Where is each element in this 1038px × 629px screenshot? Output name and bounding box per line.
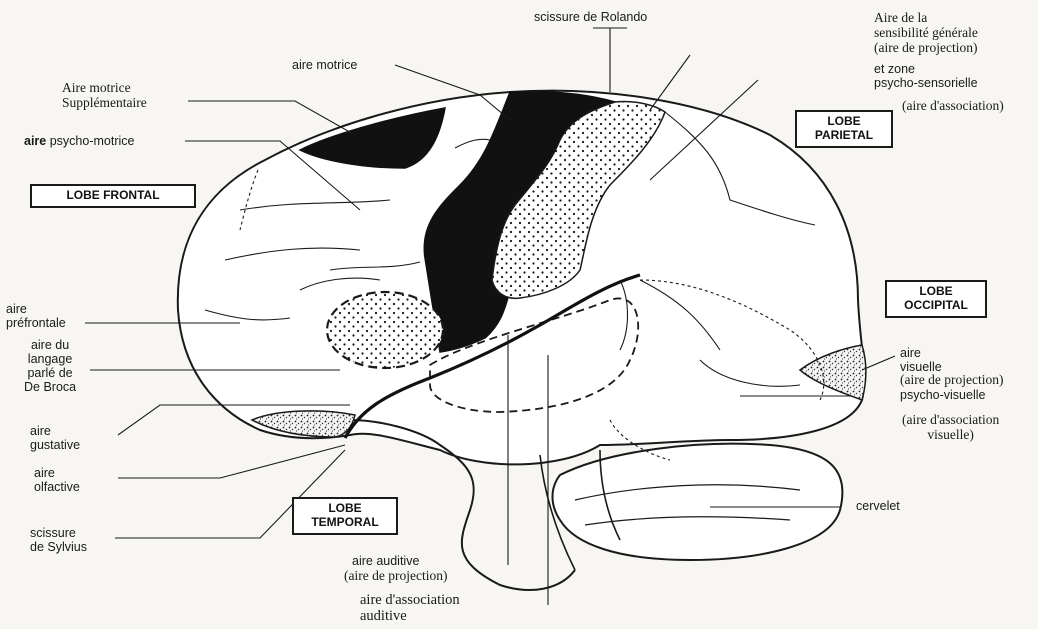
label-assoc-sensorielle: (aire d'association)	[902, 98, 1004, 113]
lobe-occipital-text-2: OCCIPITAL	[893, 299, 979, 313]
cerebellum	[553, 444, 843, 560]
lobe-occipital-text-1: LOBE	[893, 285, 979, 299]
label-psycho-motrice: aire psycho-motrice	[24, 134, 134, 148]
lobe-temporal-label: LOBE TEMPORAL	[292, 497, 398, 535]
lobe-parietal-text-2: PARIETAL	[803, 129, 885, 143]
label-motrice-supp: Aire motrice Supplémentaire	[62, 80, 147, 110]
label-gustative: aire gustative	[30, 424, 80, 452]
label-sylvius: scissure de Sylvius	[30, 526, 87, 554]
label-visuelle-projection: (aire de projection)	[900, 372, 1003, 387]
label-auditive-projection: (aire de projection)	[344, 568, 447, 583]
lobe-temporal-text-2: TEMPORAL	[300, 516, 390, 530]
label-assoc-auditive: aire d'association auditive	[360, 592, 460, 624]
lobe-frontal-label: LOBE FRONTAL	[30, 184, 196, 208]
label-visuelle: aire visuelle	[900, 346, 942, 374]
label-assoc-visuelle: (aire d'association visuelle)	[902, 412, 999, 442]
lobe-parietal-text-1: LOBE	[803, 115, 885, 129]
label-psycho-visuelle: psycho-visuelle	[900, 388, 985, 402]
lobe-occipital-label: LOBE OCCIPITAL	[885, 280, 987, 318]
label-prefrontale: aire préfrontale	[6, 302, 66, 330]
broca-area	[327, 292, 443, 368]
label-rolando: scissure de Rolando	[534, 10, 647, 24]
label-aire-motrice: aire motrice	[292, 58, 357, 72]
label-broca: aire du langage parlé de De Broca	[24, 338, 76, 394]
label-psycho-sensorielle: et zone psycho-sensorielle	[874, 62, 978, 90]
label-sensibilite: Aire de la sensibilité générale (aire de…	[874, 10, 978, 55]
lobe-temporal-text-1: LOBE	[300, 502, 390, 516]
lobe-frontal-text: LOBE FRONTAL	[38, 189, 188, 203]
label-olfactive: aire olfactive	[34, 466, 80, 494]
label-cervelet: cervelet	[856, 499, 900, 513]
label-auditive: aire auditive	[352, 554, 419, 568]
lobe-parietal-label: LOBE PARIETAL	[795, 110, 893, 148]
